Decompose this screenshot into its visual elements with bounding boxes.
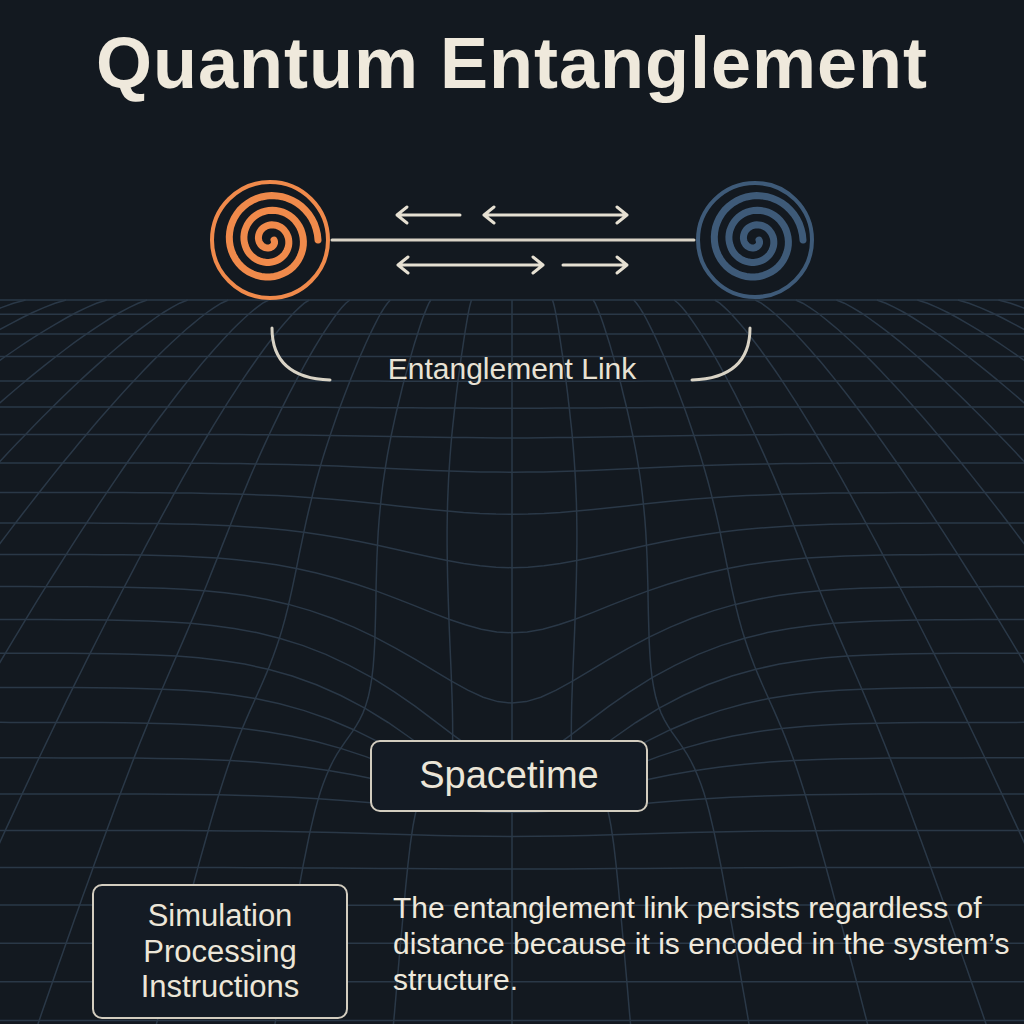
box-text: Spacetime (386, 754, 632, 798)
spacetime-box: Spacetime (370, 740, 648, 812)
grid-line (0, 300, 66, 1024)
bracket (692, 328, 750, 380)
box-text: Simulation Processing Instructions (108, 898, 332, 1005)
entanglement-line (332, 239, 694, 242)
grid-line (0, 300, 26, 1024)
particle-orange (212, 182, 328, 298)
bracket (272, 328, 330, 380)
instructions-box: Simulation Processing Instructions (92, 884, 348, 1019)
spiral (714, 196, 803, 277)
grid-line (998, 300, 1024, 1024)
title: Quantum Entanglement (0, 22, 1024, 104)
particle-blue (698, 183, 812, 297)
note-text: The entanglement link persists regardles… (393, 890, 1015, 998)
grid-line (26, 300, 350, 1024)
spiral (229, 196, 318, 277)
grid-line (0, 300, 107, 1024)
link-label: Entanglement Link (312, 352, 712, 386)
arrows (397, 207, 627, 273)
